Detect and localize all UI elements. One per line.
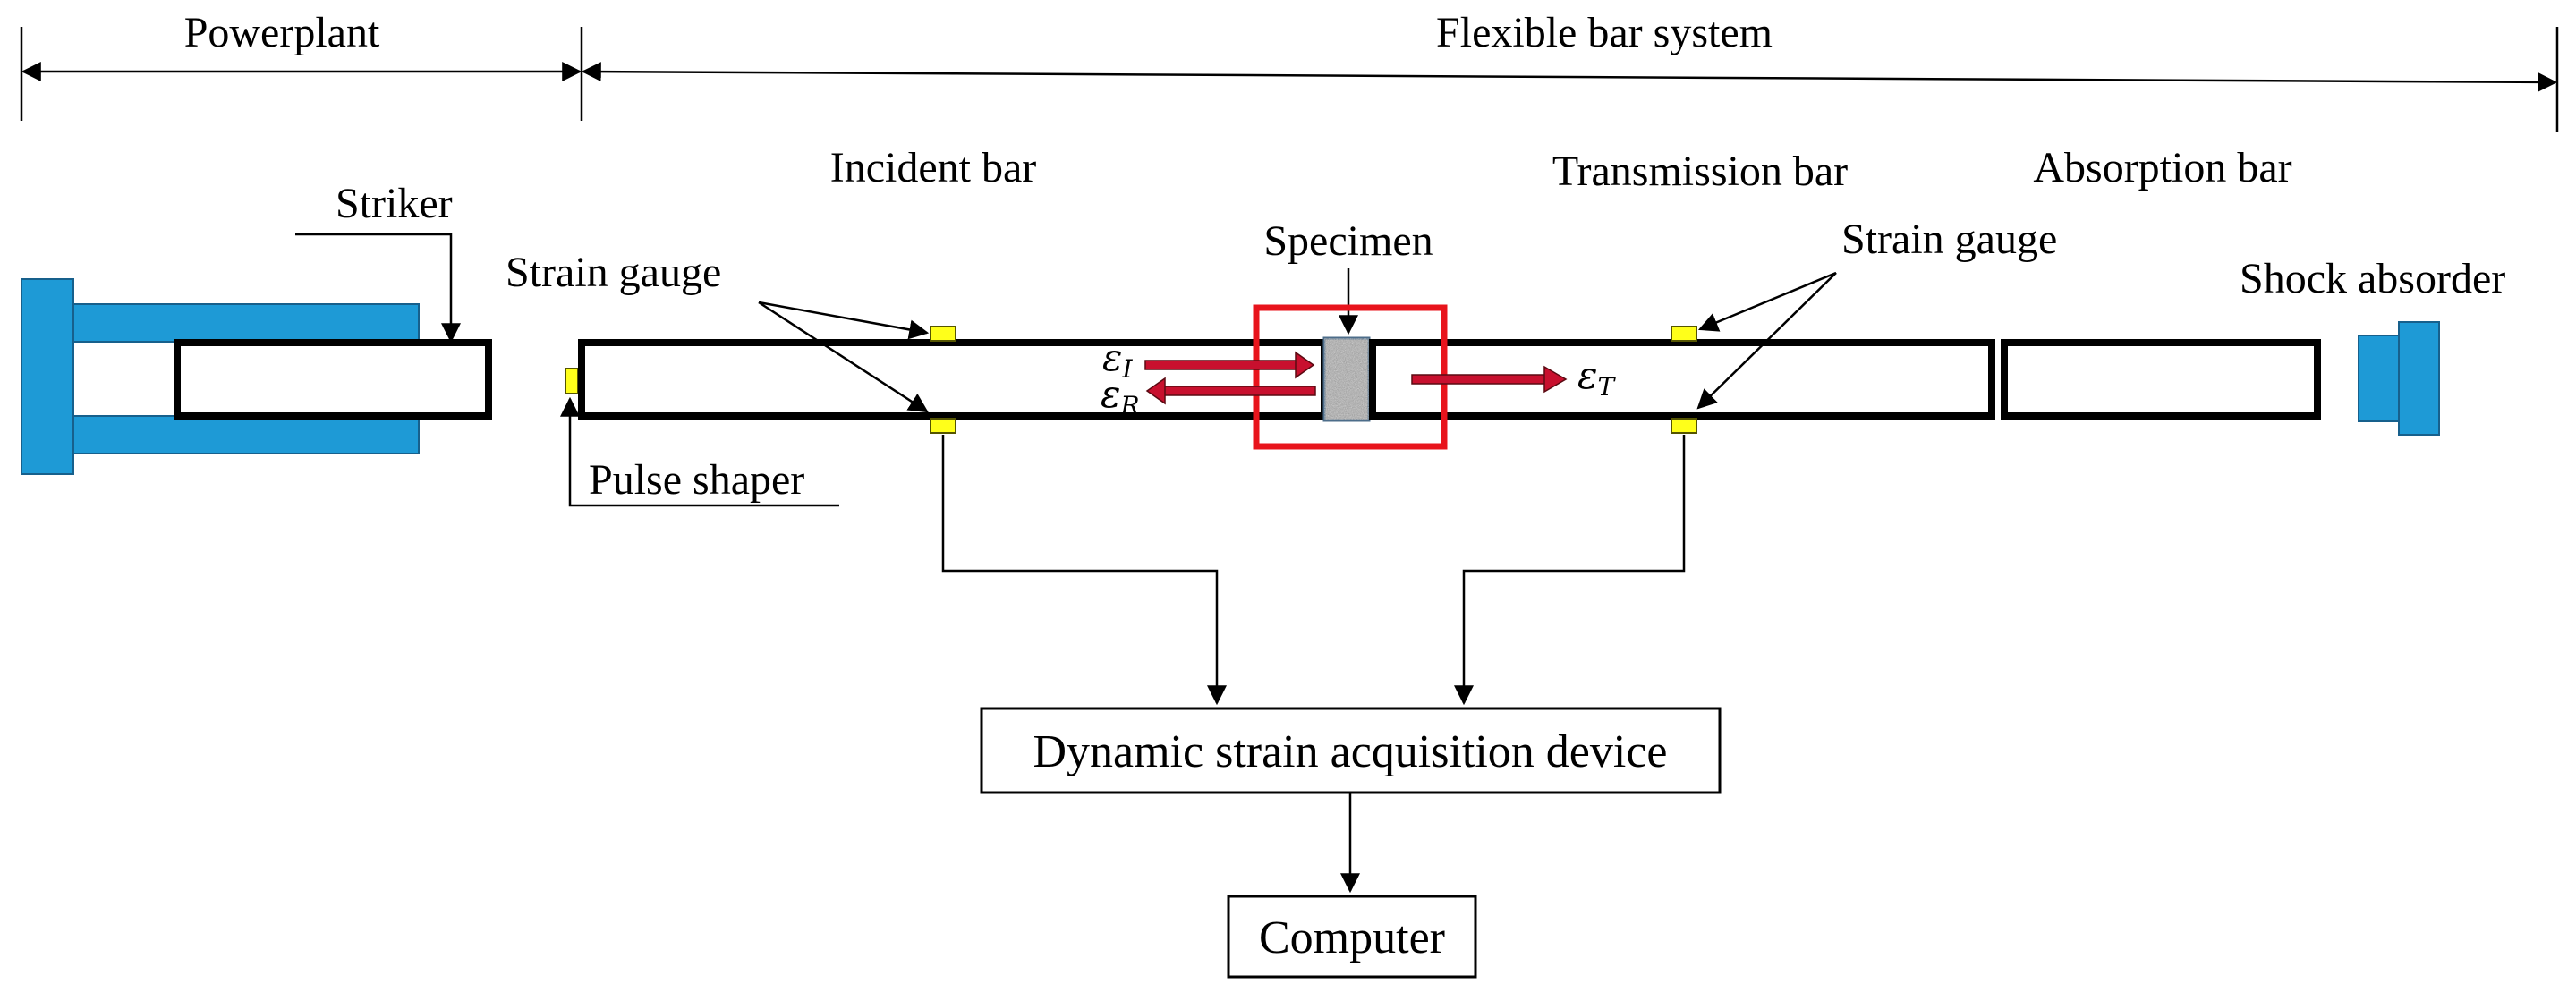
- incident-bar: [578, 339, 1328, 420]
- incident-gauge-bottom: [930, 418, 956, 434]
- powerplant-label: Powerplant: [184, 9, 380, 56]
- absorption-bar: [2001, 339, 2321, 420]
- transmission-gauge-bottom: [1671, 418, 1697, 434]
- strain-gauge-right-pointer-top: [1697, 271, 1837, 332]
- incident-gauge-top: [930, 326, 956, 342]
- computer-label: Computer: [1259, 912, 1445, 963]
- striker-bar: [174, 339, 492, 420]
- striker-pointer: [295, 233, 461, 344]
- absorption-bar-label: Absorption bar: [2033, 144, 2291, 191]
- shock-absorber-back: [2398, 321, 2440, 436]
- reflected-wave-symbol: εR: [1101, 372, 1140, 420]
- transmission-bar-label: Transmission bar: [1552, 148, 1848, 195]
- striker-launcher: [21, 278, 492, 475]
- flexible-bar-span-arrow: [581, 62, 2558, 92]
- incident-bar-label: Incident bar: [830, 144, 1037, 191]
- striker-label: Striker: [336, 180, 453, 227]
- incident-wave-arrow: [1144, 351, 1315, 379]
- incident-wave-symbol: εI: [1102, 335, 1134, 384]
- strain-gauge-left-label: Strain gauge: [506, 249, 721, 296]
- pulse-shaper-pointer: [560, 396, 839, 507]
- computer-box: [1227, 895, 1477, 979]
- transmission-gauge-signal-line: [1454, 435, 1686, 706]
- section-dimensions: Powerplant Flexible bar system: [20, 9, 2559, 132]
- launcher-upper-rail: [72, 303, 420, 343]
- shock-absorber-front: [2358, 335, 2400, 422]
- launcher-lower-rail: [72, 415, 420, 454]
- shock-absorber: [2358, 321, 2440, 436]
- strain-gauge-right-label: Strain gauge: [1841, 216, 2057, 263]
- transmitted-wave-symbol: εT: [1577, 353, 1617, 402]
- strain-gauge-left-pointer-bottom: [758, 301, 929, 413]
- strain-gauge-right-pointer-bottom: [1696, 272, 1837, 410]
- pulse-shaper: [565, 368, 579, 394]
- reflected-wave-arrow: [1145, 377, 1316, 405]
- launcher-back-plate: [21, 278, 74, 475]
- specimen-label: Specimen: [1263, 217, 1433, 265]
- transmission-gauge-top: [1671, 326, 1697, 342]
- specimen-texture: [1324, 338, 1369, 420]
- flexible-bar-system-label: Flexible bar system: [1436, 9, 1773, 56]
- incident-gauge-signal-line: [941, 435, 1227, 706]
- strain-gauge-left-pointer-top: [758, 301, 930, 340]
- transmitted-wave-arrow: [1411, 365, 1568, 394]
- acquisition-device-label: Dynamic strain acquisition device: [1033, 726, 1667, 777]
- pulse-shaper-label: Pulse shaper: [589, 456, 804, 504]
- shock-absorber-label: Shock absorder: [2240, 255, 2505, 302]
